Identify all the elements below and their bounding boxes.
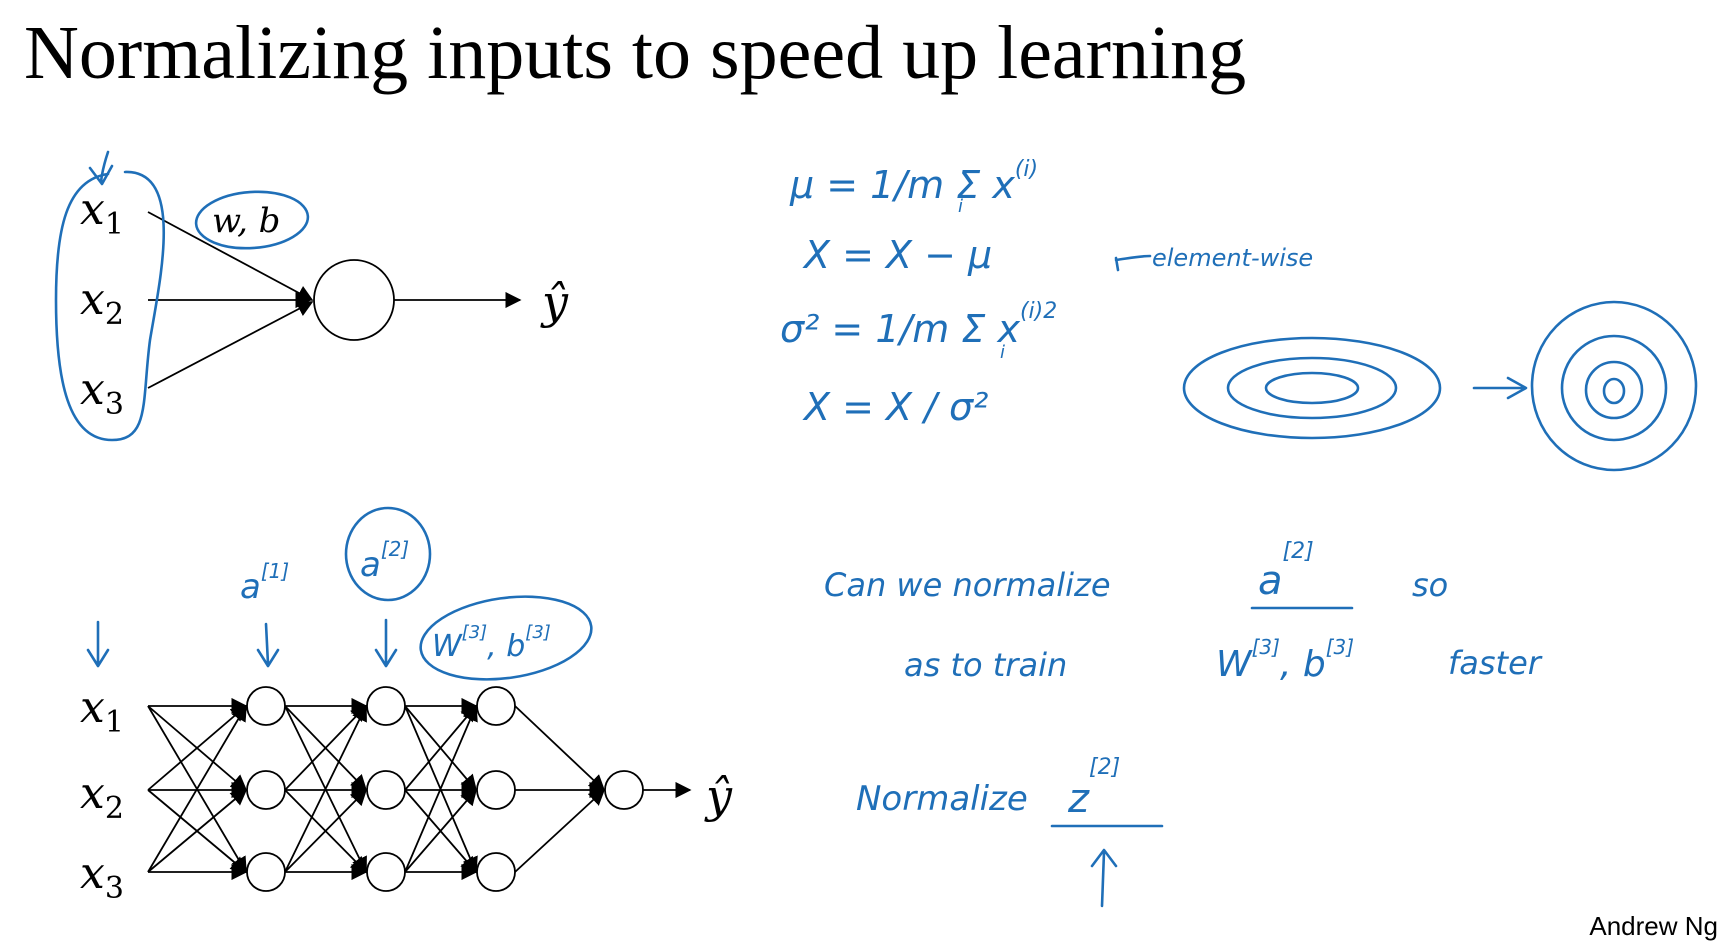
question-line2b: faster xyxy=(1448,644,1543,682)
elongated-contour-outer xyxy=(1182,336,1442,440)
round-contour-inner xyxy=(1584,360,1644,420)
annot-params: W[3], b[3] xyxy=(432,622,551,664)
output-yhat: ŷ xyxy=(540,275,569,329)
params-circle xyxy=(194,190,310,250)
x-div-sigma: X = X / σ² xyxy=(802,385,988,429)
edge-l2-2-1 xyxy=(404,788,478,873)
layer2-arrow-icon xyxy=(374,618,398,668)
deep-network-labels: x1 x2 x3 ŷ a[1] a[2] W[3], b[3] xyxy=(80,506,733,906)
deep-input-x1: x1 xyxy=(80,682,124,740)
input-x3: x3 xyxy=(80,364,124,422)
deep-output-yhat: ŷ xyxy=(704,769,733,823)
edge-l3-2-0 xyxy=(514,788,606,873)
elongated-contour-inner xyxy=(1264,371,1360,405)
layer1-arrow-icon xyxy=(256,622,280,668)
mu-sum-index: i xyxy=(958,196,963,217)
neuron-layer3-2 xyxy=(476,770,516,810)
params-label: w, b xyxy=(212,201,280,241)
neuron-layer2-2 xyxy=(366,770,406,810)
mu-formula: μ = 1/m Σ x(i) xyxy=(789,157,1038,207)
deep-input-arrow-icon xyxy=(86,620,110,668)
edge-l1-2-1 xyxy=(284,788,368,873)
neuron-layer4-1 xyxy=(604,770,644,810)
deep-input-x2: x2 xyxy=(80,768,124,826)
contour-sketches xyxy=(1182,300,1698,472)
sigma-sum-index: i xyxy=(1000,342,1005,363)
annot-a2: a[2] xyxy=(360,537,409,585)
edge-l0-1-0 xyxy=(147,704,248,791)
elementwise-arrow-icon xyxy=(1114,254,1152,272)
edge-x1-out xyxy=(147,211,314,301)
edge-x3-out xyxy=(147,301,314,389)
annot-a1: a[1] xyxy=(240,559,289,607)
input-x1: x1 xyxy=(80,184,124,242)
edge-l0-2-0 xyxy=(147,704,247,873)
normalize-label: Normalize xyxy=(856,779,1028,819)
input-loop xyxy=(54,170,166,442)
edge-l2-2-0 xyxy=(404,704,478,873)
input-x2: x2 xyxy=(80,274,124,332)
edge-l3-0-0 xyxy=(514,705,606,792)
normalize-z-arrow-icon xyxy=(1090,848,1118,908)
neuron-layer1-2 xyxy=(246,770,286,810)
deep-input-x3: x3 xyxy=(80,848,124,906)
neuron-layer1-1 xyxy=(246,686,286,726)
round-contour-middle xyxy=(1560,334,1668,442)
edge-l1-2-0 xyxy=(284,704,367,873)
small-network: x1 x2 x3 ŷ w, b xyxy=(54,150,569,442)
annot-a2-circle xyxy=(344,506,432,602)
normalize-z: z[2] xyxy=(1067,755,1120,822)
normalize-question: Can we normalize a[2] so as to train W[3… xyxy=(824,539,1543,908)
neuron-layer3-3 xyxy=(476,852,516,892)
x-minus-mu: X = X − μ xyxy=(802,233,992,277)
elementwise-note: element-wise xyxy=(1152,244,1313,272)
neuron-layer1-3 xyxy=(246,852,286,892)
sigma-formula: σ² = 1/m Σ x(i)2 xyxy=(780,299,1057,351)
author-credit: Andrew Ng xyxy=(1589,911,1718,941)
question-a: a[2] xyxy=(1258,539,1314,604)
question-line1b: so xyxy=(1412,566,1448,604)
normalization-formulas: μ = 1/m Σ x(i) i X = X − μ σ² = 1/m Σ x(… xyxy=(780,157,1313,429)
neuron-layer2-3 xyxy=(366,852,406,892)
question-line2a: as to train xyxy=(904,646,1067,684)
slide-title: Normalizing inputs to speed up learning xyxy=(24,11,1247,95)
output-neuron xyxy=(313,259,395,341)
annot-params-circle xyxy=(419,595,593,681)
edge-l0-2-1 xyxy=(147,788,248,873)
neuron-layer3-1 xyxy=(476,686,516,726)
question-line1a: Can we normalize xyxy=(824,566,1111,604)
round-contour-center xyxy=(1602,377,1626,405)
question-w: W[3], b[3] xyxy=(1216,635,1354,685)
transform-arrow-icon xyxy=(1472,376,1528,400)
elongated-contour-middle xyxy=(1226,356,1398,420)
round-contour-outer xyxy=(1530,300,1698,472)
deep-network xyxy=(147,686,692,892)
neuron-layer2-1 xyxy=(366,686,406,726)
